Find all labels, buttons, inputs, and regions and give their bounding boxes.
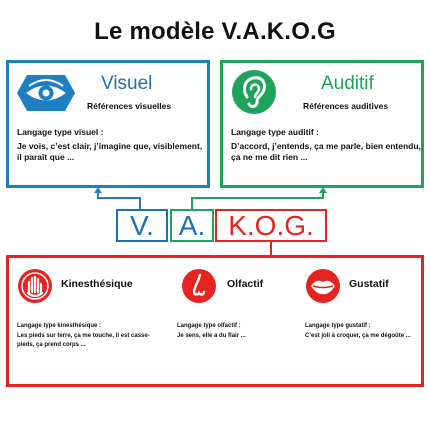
- kog-panel: Kinesthésique Olfactif Gustatif Langage …: [6, 255, 424, 387]
- eye-icon: [17, 75, 75, 116]
- auditif-lang-title: Langage type auditif :: [231, 127, 319, 137]
- letter-v: V.: [116, 209, 168, 242]
- auditif-panel: Auditif Références auditives Langage typ…: [220, 60, 424, 188]
- auditif-subtitle: Références auditives: [303, 101, 389, 111]
- lips-icon: [305, 268, 341, 309]
- ear-icon: [231, 69, 277, 120]
- visuel-lang-text: Je vois, c’est clair, j’imagine que, vis…: [17, 141, 203, 162]
- visuel-name: Visuel: [101, 73, 153, 94]
- olfactif-lang-text: Je sens, elle a du flair ...: [177, 333, 246, 339]
- kinesthesique-name: Kinesthésique: [61, 278, 133, 290]
- visuel-lang-title: Langage type visuel :: [17, 127, 104, 137]
- gustatif-lang-title: Langage type gustatif :: [305, 323, 371, 329]
- auditif-lang-text: D’accord, j’entends, ça me parle, bien e…: [231, 141, 421, 162]
- gustatif-lang-text: C’est joli à croquer, ça me dégoûte ...: [305, 333, 411, 339]
- gustatif-name: Gustatif: [349, 278, 389, 290]
- auditif-name: Auditif: [321, 73, 374, 94]
- visuel-subtitle: Références visuelles: [87, 101, 172, 111]
- hand-icon: [17, 268, 53, 309]
- kinesthesique-lang-text: Les pieds sur terre, ça me touche, il es…: [17, 333, 150, 348]
- page-title: Le modèle V.A.K.O.G: [94, 18, 336, 45]
- visuel-panel: Visuel Références visuelles Langage type…: [6, 60, 210, 188]
- olfactif-lang-title: Langage type olfactif :: [177, 323, 241, 329]
- nose-icon: [181, 268, 217, 309]
- olfactif-name: Olfactif: [227, 278, 264, 290]
- kinesthesique-lang-title: Langage type kinesthésique :: [17, 323, 102, 329]
- letter-a: A.: [170, 209, 214, 242]
- letters-kog: K.O.G.: [215, 209, 327, 242]
